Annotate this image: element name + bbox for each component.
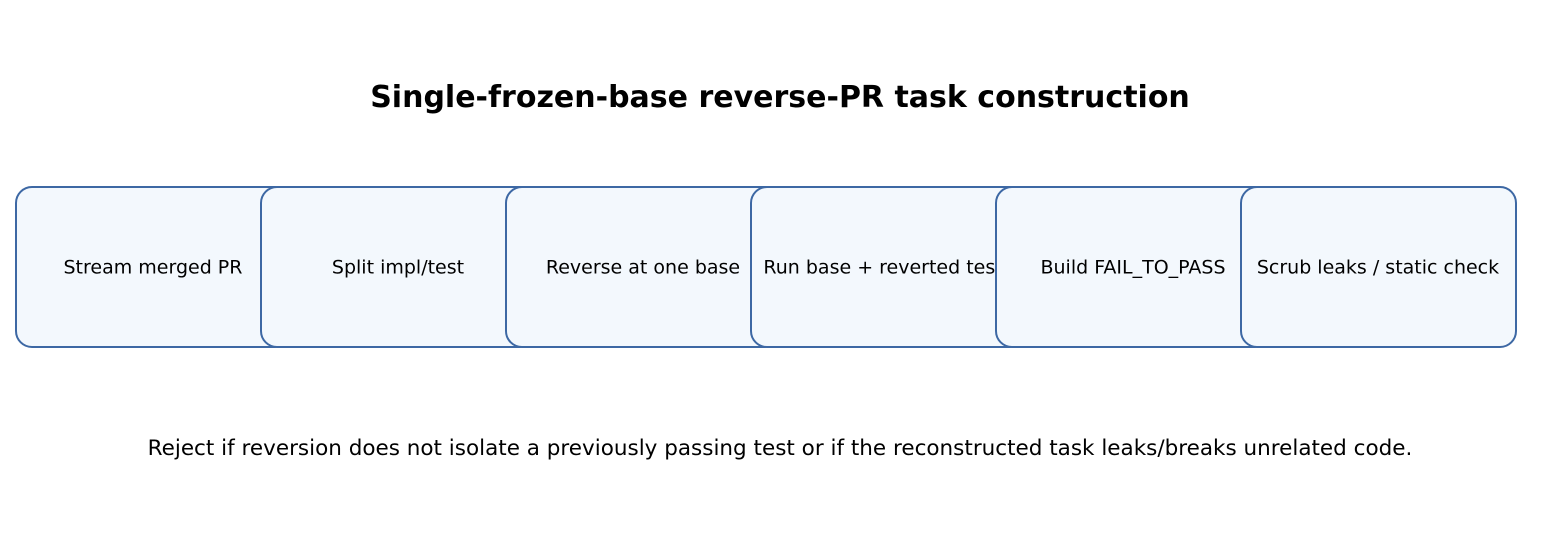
step-label: Run base + reverted tests bbox=[763, 257, 1012, 279]
step-box: Run base + reverted tests bbox=[750, 186, 1027, 348]
step-box: Stream merged PR bbox=[15, 186, 292, 348]
step-box: Scrub leaks / static check bbox=[1240, 186, 1517, 348]
steps-layer: Stream merged PR Split impl/test Reverse a… bbox=[15, 186, 1517, 348]
step-box-shape bbox=[1240, 186, 1517, 348]
step-label: Stream merged PR bbox=[64, 257, 243, 279]
step-box: Split impl/test bbox=[260, 186, 537, 348]
step-box: Build FAIL_TO_PASS bbox=[995, 186, 1272, 348]
step-label: Reverse at one base bbox=[546, 257, 740, 279]
step-label: Split impl/test bbox=[332, 257, 464, 279]
step-label: Scrub leaks / static check bbox=[1257, 257, 1499, 279]
step-label: Build FAIL_TO_PASS bbox=[1040, 257, 1225, 279]
diagram-title: Single-frozen-base reverse-PR task const… bbox=[370, 80, 1190, 115]
diagram-caption: Reject if reversion does not isolate a p… bbox=[148, 436, 1413, 461]
step-box: Reverse at one base bbox=[505, 186, 782, 348]
